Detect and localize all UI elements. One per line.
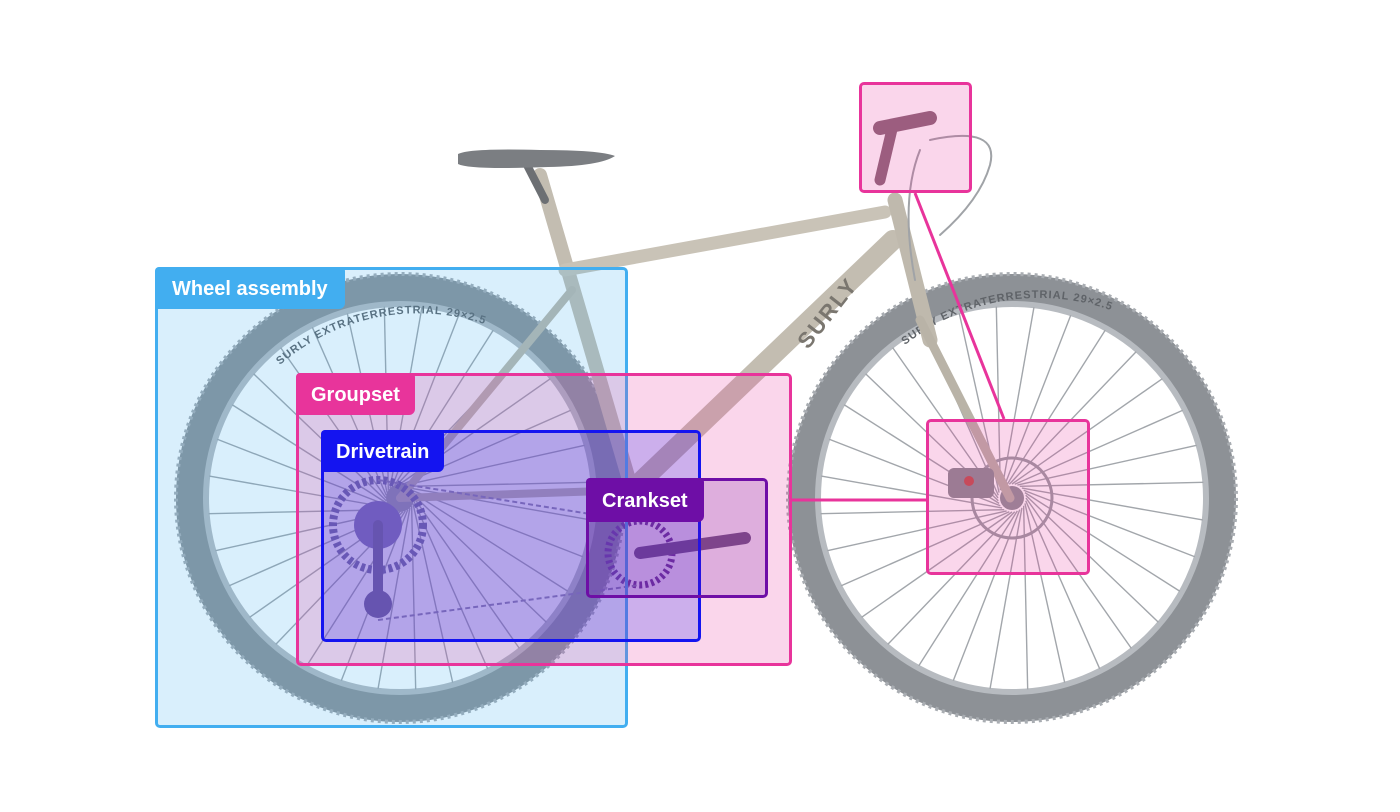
groupset-label: Groupset bbox=[296, 373, 415, 415]
crankset-label: Crankset bbox=[586, 478, 704, 522]
spoke bbox=[407, 481, 592, 488]
spoke bbox=[413, 497, 520, 649]
spoke bbox=[411, 489, 584, 558]
wheel-assembly-box bbox=[155, 267, 628, 728]
front-brake bbox=[948, 468, 994, 498]
spoke bbox=[410, 505, 417, 690]
spoke bbox=[209, 475, 391, 509]
handlebar bbox=[873, 111, 993, 281]
front-wheel bbox=[786, 272, 1238, 724]
drivetrain-label: Drivetrain bbox=[321, 430, 445, 472]
cockpit-box bbox=[859, 82, 972, 193]
cockpit-to-hub-connector bbox=[913, 192, 1006, 420]
spoke bbox=[405, 444, 585, 486]
spoke bbox=[216, 438, 389, 507]
groupset-box bbox=[296, 373, 792, 666]
saddle bbox=[458, 149, 615, 168]
spoke bbox=[280, 347, 387, 499]
wheel-assembly-label: Wheel assembly bbox=[155, 267, 345, 309]
spoke bbox=[412, 492, 569, 592]
spoke bbox=[231, 404, 388, 504]
spoke bbox=[377, 507, 411, 689]
front-hub-box bbox=[926, 419, 1090, 575]
